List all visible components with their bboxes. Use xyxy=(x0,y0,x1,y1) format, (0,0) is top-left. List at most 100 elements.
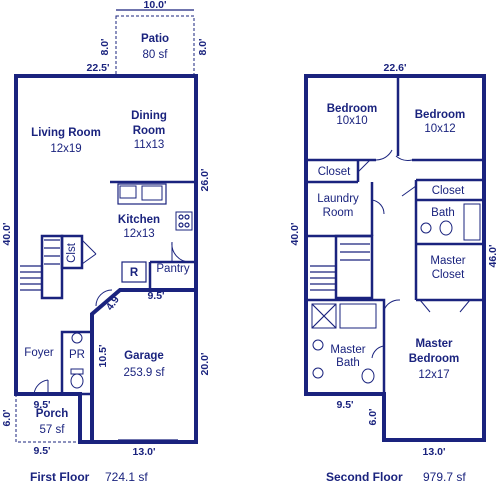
bedroom-1-label: Bedroom xyxy=(327,103,377,115)
master-closet-label-2: Closet xyxy=(432,269,465,281)
closet-label: Clst xyxy=(66,242,78,263)
closet-left-label: Closet xyxy=(318,166,351,178)
first-floor-plan: 10.0' 8.0' 8.0' Patio 80 sf xyxy=(1,0,211,458)
patio-depth-right-dim: 8.0' xyxy=(197,38,209,55)
second-floor-caption-label: Second Floor xyxy=(326,470,403,484)
stairs xyxy=(20,239,60,291)
master-bath-door xyxy=(371,299,401,359)
master-bedroom-label-1: Master xyxy=(415,338,453,350)
laundry-door xyxy=(371,199,385,215)
porch-top-dim: 9.5' xyxy=(33,399,50,411)
bathtub xyxy=(463,203,481,241)
garage-left-dim: 10.5' xyxy=(97,345,109,368)
step-depth-dim-2: 6.0' xyxy=(367,408,379,425)
bath-sink xyxy=(420,222,432,234)
first-floor-caption-label: First Floor xyxy=(30,470,90,484)
master-toilet xyxy=(361,368,375,384)
dining-room-label-1: Dining xyxy=(131,110,167,122)
bottom-left-dim-2: 9.5' xyxy=(336,399,353,411)
laundry-label-1: Laundry xyxy=(317,193,359,205)
porch-area: 57 sf xyxy=(40,424,66,436)
patio-depth-left-dim: 8.0' xyxy=(99,38,111,55)
kitchen-counter xyxy=(117,183,167,205)
patio-width-dim: 10.0' xyxy=(144,0,167,11)
right-depth-dim-2: 46.0' xyxy=(487,245,499,268)
kitchen-label: Kitchen xyxy=(118,214,160,226)
garage-offset-dim: 9.5' xyxy=(147,290,164,302)
master-tub xyxy=(339,303,377,329)
garage-angle-dim: 4.9' xyxy=(104,292,124,313)
closet-right-label: Closet xyxy=(432,185,465,197)
bath-toilet xyxy=(439,220,453,236)
rear-width-dim: 22.5' xyxy=(87,62,110,74)
left-closet-wall xyxy=(306,160,360,184)
stairs-2 xyxy=(310,243,370,291)
second-floor-caption-area: 979.7 sf xyxy=(423,470,466,484)
bottom-width-dim-2: 13.0' xyxy=(423,446,446,458)
bath-label: Bath xyxy=(431,207,455,219)
laundry-label-2: Room xyxy=(323,207,354,219)
dining-room-label-2: Room xyxy=(133,125,166,137)
sink xyxy=(141,185,163,201)
living-room-label: Living Room xyxy=(31,127,101,139)
master-sink-2 xyxy=(312,367,324,379)
shower-x xyxy=(311,303,337,329)
right-closet-wall xyxy=(414,178,484,300)
range xyxy=(175,211,193,231)
master-bedroom-label-2: Bedroom xyxy=(409,353,459,365)
left-depth-dim: 40.0' xyxy=(1,223,13,246)
left-depth-dim-2: 40.0' xyxy=(289,223,301,246)
garage-label: Garage xyxy=(124,350,164,362)
burner xyxy=(184,214,190,220)
powder-room-wall xyxy=(60,330,94,396)
dining-room-size: 11x13 xyxy=(134,139,164,151)
second-floor-plan: 22.6' 40.0' 46.0' 9.5' 6.0' 13.0' Bedroo… xyxy=(289,62,499,458)
patio-outline xyxy=(115,15,195,78)
bedroom-1-size: 10x10 xyxy=(336,115,367,127)
pantry-label: Pantry xyxy=(156,263,189,275)
second-floor-exterior-wall xyxy=(304,74,486,442)
bedroom-doors xyxy=(375,149,413,161)
pr-sink xyxy=(71,332,83,344)
porch-bottom-dim: 9.5' xyxy=(33,445,50,457)
right-upper-dim: 26.0' xyxy=(199,169,211,192)
dishwasher xyxy=(119,185,137,199)
burner xyxy=(184,222,190,228)
porch-outline xyxy=(15,394,80,443)
kitchen-size: 12x13 xyxy=(123,228,154,240)
garage-area: 253.9 sf xyxy=(124,367,166,379)
master-sink-1 xyxy=(312,339,324,351)
porch-label: Porch xyxy=(36,408,69,420)
master-bedroom-size: 12x17 xyxy=(418,369,449,381)
closet-door xyxy=(81,239,97,265)
pr-label: PR xyxy=(69,349,85,361)
stair-wall-2 xyxy=(334,234,374,300)
pantry-door xyxy=(171,241,191,263)
front-door xyxy=(33,379,49,395)
master-bath-label-2: Bath xyxy=(336,357,360,369)
master-closet-doors xyxy=(419,299,471,313)
burner xyxy=(178,214,184,220)
pr-toilet xyxy=(70,373,84,389)
closet-box xyxy=(60,234,84,270)
first-floor-caption-area: 724.1 sf xyxy=(105,470,148,484)
stair-wall xyxy=(40,234,64,300)
closet-left-door xyxy=(357,159,371,173)
living-room-size: 12x19 xyxy=(50,143,81,155)
refrigerator-label: R xyxy=(130,267,139,279)
foyer-label: Foyer xyxy=(24,347,54,359)
bedroom-2-size: 10x12 xyxy=(424,123,455,135)
garage-width-dim: 13.0' xyxy=(133,446,156,458)
burner xyxy=(178,222,184,228)
refrigerator-box xyxy=(121,261,147,283)
patio-label: Patio xyxy=(141,33,169,45)
patio-area: 80 sf xyxy=(143,49,169,61)
master-bath-wall xyxy=(306,298,386,394)
garage-entry-door xyxy=(95,289,113,307)
pr-toilet-tank xyxy=(70,368,84,375)
master-bath-label-1: Master xyxy=(330,344,365,356)
closet-right-door xyxy=(401,185,417,197)
top-width-dim: 22.6' xyxy=(384,62,407,74)
master-closet-label-1: Master xyxy=(430,255,465,267)
